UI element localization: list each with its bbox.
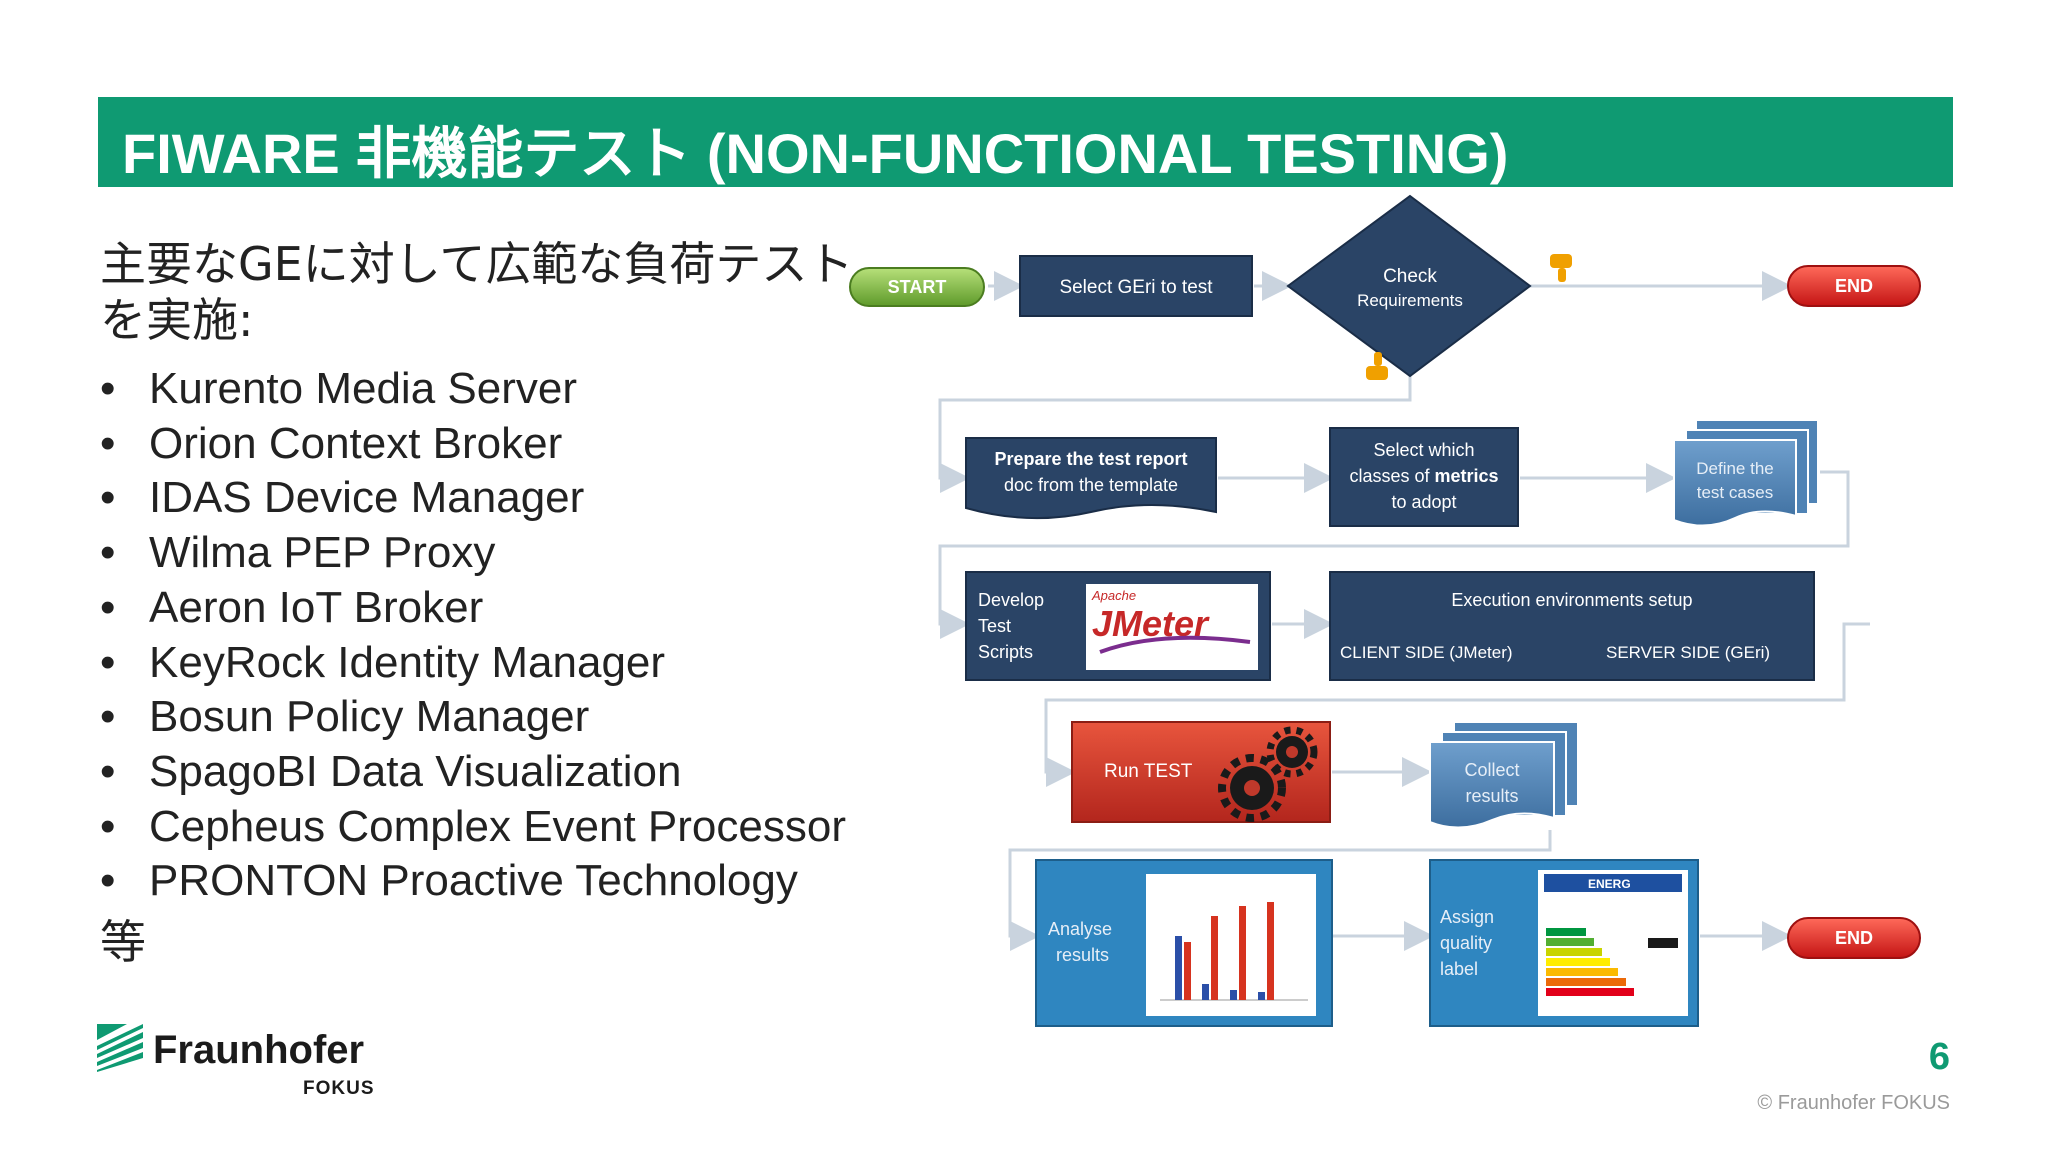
slide-title: FIWARE 非機能テスト (NON-FUNCTIONAL TESTING) <box>122 122 1509 185</box>
analyse-label-2: results <box>1056 945 1109 965</box>
execution-env-box: Execution environments setup CLIENT SIDE… <box>1329 571 1815 681</box>
thumbs-up-icon <box>1366 352 1388 380</box>
list-item: Bosun Policy Manager <box>100 690 846 745</box>
develop-label-3: Scripts <box>978 642 1033 662</box>
assign-label-3: label <box>1440 959 1478 979</box>
metrics-label-2: classes of metrics <box>1349 466 1498 486</box>
fraunhofer-logo: Fraunhofer FOKUS <box>97 1022 397 1102</box>
end-top-label: END <box>1835 276 1873 296</box>
results-bar-chart-thumbnail <box>1146 874 1316 1016</box>
list-item: Kurento Media Server <box>100 362 846 417</box>
analyse-label-1: Analyse <box>1048 919 1112 939</box>
end-node-bottom: END <box>1787 917 1921 959</box>
assign-quality-label-box: Assign quality label ENERG <box>1429 859 1699 1027</box>
end-bottom-label: END <box>1835 928 1873 948</box>
env-client-label: CLIENT SIDE (JMeter) <box>1340 643 1513 662</box>
start-label: START <box>888 277 947 297</box>
jmeter-apache-label: Apache <box>1091 588 1136 603</box>
list-item: KeyRock Identity Manager <box>100 636 846 691</box>
collect-results-box: Collect results <box>1429 721 1579 829</box>
intro-text: 主要なGEに対して広範な負荷テストを実施: <box>100 237 854 347</box>
connectors <box>938 271 1870 951</box>
end-node-top: END <box>1787 265 1921 307</box>
define-label-2: test cases <box>1697 483 1774 502</box>
list-item: Cepheus Complex Event Processor <box>100 800 846 855</box>
metrics-label-3: to adopt <box>1391 492 1456 512</box>
jmeter-logo: Apache JMeter <box>1086 584 1258 670</box>
etc-text: 等 <box>100 915 146 969</box>
metrics-label-1: Select which <box>1373 440 1474 460</box>
run-test-box: Run TEST <box>1071 721 1331 823</box>
title-bar: FIWARE 非機能テスト (NON-FUNCTIONAL TESTING) <box>98 97 1953 187</box>
list-item: IDAS Device Manager <box>100 471 846 526</box>
check-label-2: Requirements <box>1357 291 1463 310</box>
list-item: SpagoBI Data Visualization <box>100 745 846 800</box>
process-flow-diagram: START Select GEri to test Check Requirem… <box>849 194 1921 1027</box>
define-test-cases-box: Define the test cases <box>1673 419 1819 527</box>
check-label-1: Check <box>1383 266 1437 287</box>
collect-label-1: Collect <box>1464 760 1519 780</box>
gear-icon <box>1218 726 1318 822</box>
thumbs-down-icon <box>1550 254 1572 282</box>
env-server-label: SERVER SIDE (GEri) <box>1606 643 1770 662</box>
start-node: START <box>849 267 985 307</box>
list-item: Aeron IoT Broker <box>100 581 846 636</box>
prepare-report-box: Prepare the test report doc from the tem… <box>965 437 1217 520</box>
run-label: Run TEST <box>1104 761 1193 782</box>
energy-label-text: ENERG <box>1588 877 1631 891</box>
define-label-1: Define the <box>1696 459 1774 478</box>
prepare-label-2: doc from the template <box>1004 475 1178 495</box>
develop-scripts-box: Develop Test Scripts Apache JMeter <box>965 571 1271 681</box>
develop-label-2: Test <box>978 616 1011 636</box>
assign-label-1: Assign <box>1440 907 1494 927</box>
list-item: Orion Context Broker <box>100 417 846 472</box>
collect-label-2: results <box>1465 786 1518 806</box>
list-item: PRONTON Proactive Technology <box>100 854 846 909</box>
env-title-label: Execution environments setup <box>1451 590 1692 610</box>
develop-label-1: Develop <box>978 590 1044 610</box>
page-number: 6 <box>1928 1036 1950 1078</box>
energy-label-graphic: ENERG <box>1538 870 1688 1016</box>
select-metrics-box: Select which classes of metrics to adopt <box>1329 427 1519 527</box>
select-geri-label: Select GEri to test <box>1059 277 1213 298</box>
check-requirements-diamond: Check Requirements <box>1286 194 1532 378</box>
analyse-results-box: Analyse results <box>1035 859 1333 1027</box>
ge-list: Kurento Media Server Orion Context Broke… <box>100 362 846 909</box>
copyright-text: © Fraunhofer FOKUS <box>1757 1092 1950 1114</box>
fraunhofer-logo-mark <box>97 1024 145 1072</box>
assign-label-2: quality <box>1440 933 1492 953</box>
select-geri-box: Select GEri to test <box>1019 255 1253 317</box>
logo-unit-text: FOKUS <box>303 1078 375 1099</box>
logo-brand-text: Fraunhofer <box>153 1028 365 1072</box>
prepare-label-1: Prepare the test report <box>994 449 1187 469</box>
list-item: Wilma PEP Proxy <box>100 526 846 581</box>
